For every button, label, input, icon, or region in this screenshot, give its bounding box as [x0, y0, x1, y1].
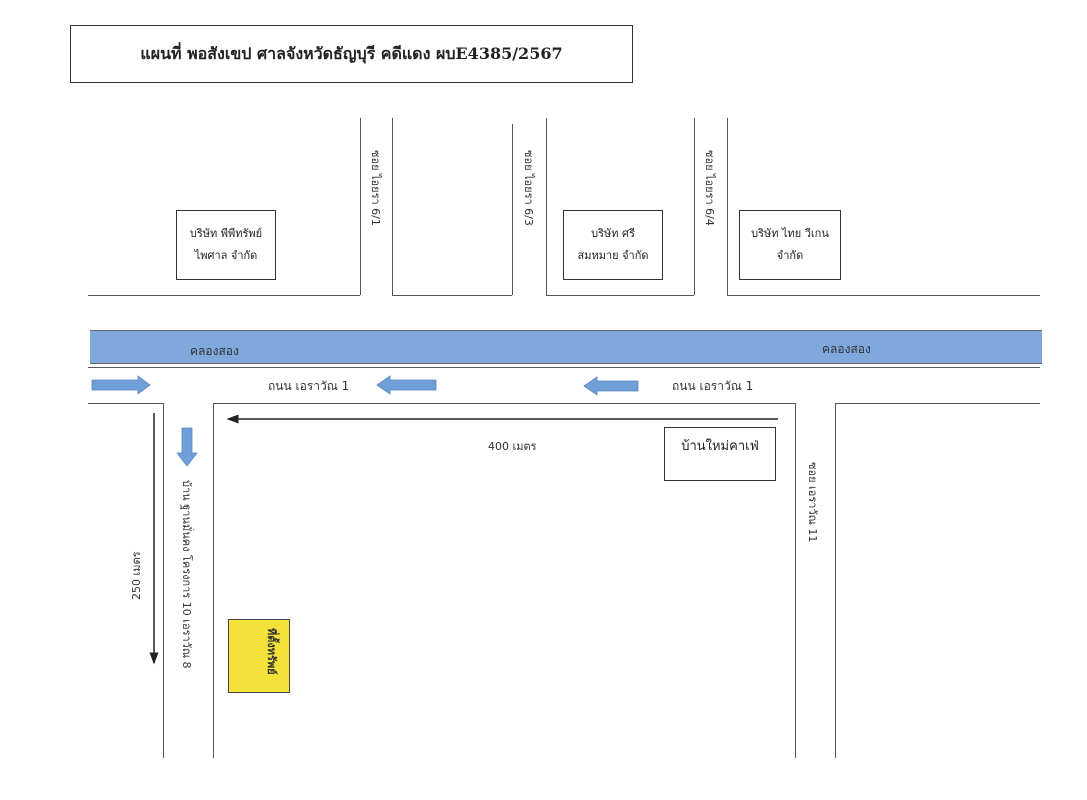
- road-edge: [546, 295, 694, 296]
- road-edge: [835, 403, 836, 758]
- property-label: ที่ตั้งทรัพย์: [265, 628, 278, 675]
- arrow-right-icon: [91, 375, 151, 395]
- landmark-label: บ้านใหม่คาเฟ่: [681, 439, 759, 454]
- road-edge: [213, 403, 214, 758]
- landmark-box: บ้านใหม่คาเฟ่: [664, 427, 776, 481]
- building-name: สมหมาย จำกัด: [577, 249, 649, 262]
- building-box: บริษัท พีพีทรัพย์ ไพศาล จำกัด: [176, 210, 276, 280]
- soi-edge: [392, 118, 393, 295]
- building-name: บริษัท ไทย วีเกน: [751, 227, 829, 240]
- map-title: แผนที่ พอสังเขป ศาลจังหวัดธัญบุรี คดีแดง…: [70, 25, 633, 83]
- road-label: ถนน เอราวัณ 1: [672, 379, 754, 393]
- road-edge: [727, 295, 1040, 296]
- arrow-left-icon: [583, 376, 639, 396]
- road-edge: [795, 403, 796, 758]
- distance-vertical-label: 250 เมตร: [130, 551, 143, 600]
- side-road-label: บ้าน ฐานมั่นคง โครงการ 10 เอราวัณ 8: [180, 480, 193, 669]
- road-label: ถนน เอราวัณ 1: [268, 379, 350, 393]
- road-edge: [88, 295, 360, 296]
- canal-label: คลองสอง: [822, 342, 871, 356]
- building-name: บริษัท พีพีทรัพย์: [189, 227, 263, 240]
- road-edge: [835, 403, 1040, 404]
- soi-edge: [727, 118, 728, 295]
- road-edge: [213, 403, 795, 404]
- building-name: จำกัด: [776, 249, 804, 262]
- distance-horizontal-label: 400 เมตร: [488, 440, 537, 453]
- soi-edge: [694, 118, 695, 295]
- canal: [90, 330, 1042, 364]
- soi-edge: [360, 118, 361, 295]
- road-edge: [392, 295, 512, 296]
- property-marker: [228, 619, 290, 693]
- arrow-down-icon: [176, 427, 198, 467]
- building-name: บริษัท ศรี: [591, 227, 635, 240]
- road-edge: [163, 403, 164, 758]
- building-name: ไพศาล จำกัด: [194, 249, 258, 262]
- road-edge: [88, 403, 163, 404]
- canal-label: คลองสอง: [190, 344, 239, 358]
- soi-erawan-label: ซอย เอราวัณ 11: [806, 462, 819, 543]
- building-box: บริษัท ศรี สมหมาย จำกัด: [563, 210, 663, 280]
- soi-edge: [546, 118, 547, 295]
- building-box: บริษัท ไทย วีเกน จำกัด: [739, 210, 841, 280]
- soi-edge: [512, 124, 513, 295]
- road-edge: [88, 367, 1040, 368]
- arrow-left-icon: [376, 375, 437, 395]
